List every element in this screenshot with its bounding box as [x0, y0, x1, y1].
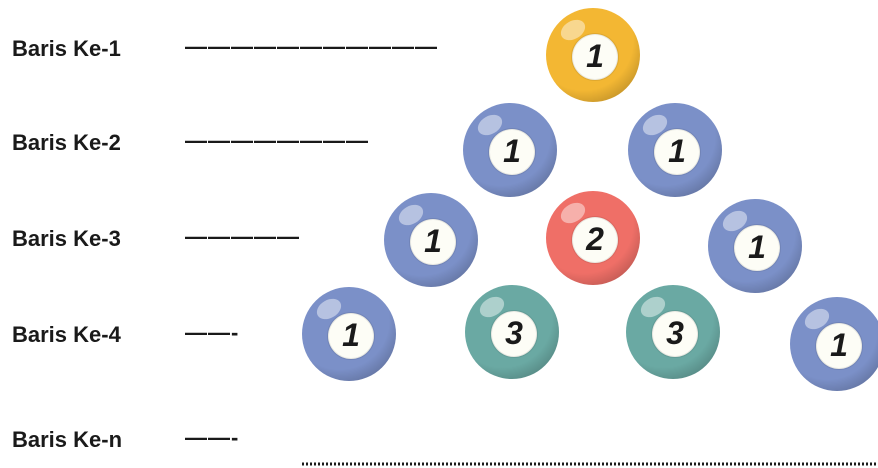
row-label-2: Baris Ke-2 [12, 130, 121, 155]
row-label-4: Baris Ke-4 [12, 322, 121, 347]
ball-number: 1 [503, 133, 521, 169]
row-label-n: Baris Ke-n [12, 427, 123, 452]
ball-number: 1 [830, 327, 848, 363]
row-label-1: Baris Ke-1 [12, 36, 121, 61]
ball-number: 1 [748, 229, 766, 265]
ball-row3-2: 2 [546, 191, 640, 285]
ball-number: 1 [342, 317, 360, 353]
ball-number: 1 [668, 133, 686, 169]
ball-row4-2: 3 [465, 285, 559, 379]
ball-number: 3 [666, 315, 684, 351]
ball-row1-1: 1 [546, 8, 640, 102]
ball-number: 2 [585, 221, 604, 257]
row-label-3: Baris Ke-3 [12, 226, 121, 251]
row-dashes-1: ——————————— [185, 34, 438, 59]
row-dashes-4: ——- [185, 320, 240, 345]
ball-number: 1 [424, 223, 442, 259]
ball-row2-2: 1 [628, 103, 722, 197]
row-dashes-n: ——- [185, 425, 240, 450]
ball-row3-1: 1 [384, 193, 478, 287]
ball-row4-3: 3 [626, 285, 720, 379]
ball-row2-1: 1 [463, 103, 557, 197]
ball-number: 1 [586, 38, 604, 74]
row-dashes-2: ———————— [185, 128, 369, 153]
ball-row3-3: 1 [708, 199, 802, 293]
ball-row4-4: 1 [790, 297, 878, 391]
row-dashes-3: ————— [185, 224, 300, 249]
ball-number: 3 [505, 315, 523, 351]
ball-row4-1: 1 [302, 287, 396, 381]
